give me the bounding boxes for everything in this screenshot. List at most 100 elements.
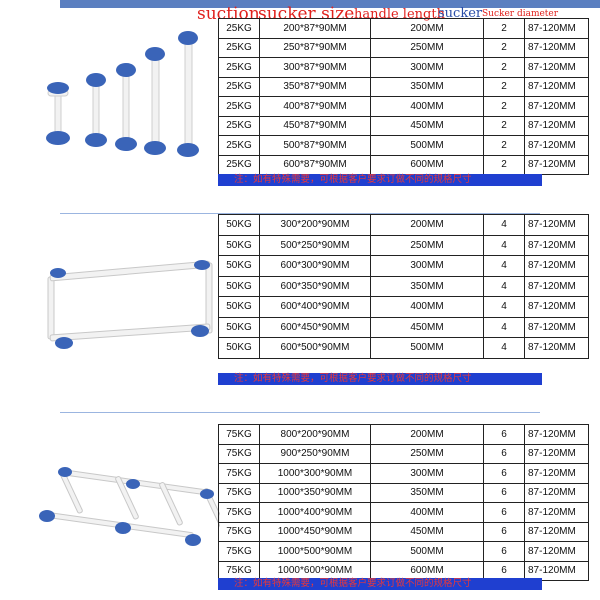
handle-length-cell: 200MM [370,18,484,39]
sucker-count-cell: 2 [483,96,525,117]
size-cell: 600*400*90MM [259,296,371,318]
sucker-count-cell: 2 [483,18,525,39]
load-cell: 75KG [218,541,260,562]
sucker-count-cell: 6 [483,443,525,464]
size-cell: 600*450*90MM [259,316,371,338]
handle-1 [47,87,69,139]
size-cell: 300*200*90MM [259,214,371,236]
diameter-cell: 87-120MM [524,560,589,581]
load-cell: 75KG [218,424,260,445]
product-image-ladder-frame [39,467,220,546]
load-cell: 75KG [218,482,260,503]
sucker-count-cell: 6 [483,424,525,445]
handle-length-cell: 400MM [370,296,484,318]
sucker-count-cell: 6 [483,521,525,542]
top-blue-bar [60,0,600,8]
size-cell: 1000*400*90MM [259,502,371,523]
size-cell: 600*350*90MM [259,275,371,297]
load-cell: 25KG [218,135,260,156]
load-cell: 75KG [218,443,260,464]
size-cell: 1000*450*90MM [259,521,371,542]
diameter-cell: 87-120MM [524,234,589,256]
product-image-handles [46,31,199,157]
size-cell: 450*87*90MM [259,115,371,136]
size-cell: 600*500*90MM [259,337,371,359]
size-cell: 400*87*90MM [259,96,371,117]
diameter-cell: 87-120MM [524,57,589,78]
diameter-cell: 87-120MM [524,541,589,562]
diameter-cell: 87-120MM [524,443,589,464]
size-cell: 250*87*90MM [259,37,371,58]
load-cell: 50KG [218,296,260,318]
note-banner-3: 注：如有特殊需要，可根据客户要求订做不同的规格尺寸 [218,578,542,590]
diameter-cell: 87-120MM [524,337,589,359]
load-cell: 25KG [218,76,260,97]
sucker-count-cell: 4 [483,316,525,338]
sucker-count-cell: 2 [483,115,525,136]
divider-line-2 [60,412,540,413]
size-cell: 600*300*90MM [259,255,371,277]
size-cell: 1000*350*90MM [259,482,371,503]
diameter-cell: 87-120MM [524,463,589,484]
size-cell: 350*87*90MM [259,76,371,97]
sucker-count-cell: 2 [483,37,525,58]
load-cell: 50KG [218,337,260,359]
load-cell: 25KG [218,115,260,136]
diameter-cell: 87-120MM [524,502,589,523]
diameter-cell: 87-120MM [524,214,589,236]
sucker-count-cell: 4 [483,337,525,359]
diameter-cell: 87-120MM [524,96,589,117]
size-cell: 1000*500*90MM [259,541,371,562]
divider-line [60,213,540,214]
handle-length-cell: 450MM [370,521,484,542]
handle-length-cell: 600MM [370,154,484,175]
diameter-cell: 87-120MM [524,275,589,297]
sucker-count-cell: 4 [483,255,525,277]
handle-length-cell: 500MM [370,337,484,359]
diameter-cell: 87-120MM [524,135,589,156]
diameter-cell: 87-120MM [524,115,589,136]
diameter-cell: 87-120MM [524,424,589,445]
load-cell: 75KG [218,521,260,542]
load-cell: 50KG [218,316,260,338]
diameter-cell: 87-120MM [524,154,589,175]
load-cell: 25KG [218,57,260,78]
handle-length-cell: 250MM [370,443,484,464]
load-cell: 25KG [218,18,260,39]
header-sucker-diameter: Sucker diameter [482,9,559,19]
product-image-rect-frame [47,260,213,349]
diameter-cell: 87-120MM [524,76,589,97]
handle-length-cell: 250MM [370,234,484,256]
diameter-cell: 87-120MM [524,37,589,58]
diameter-cell: 87-120MM [524,296,589,318]
size-cell: 1000*300*90MM [259,463,371,484]
header-sucker: sucker [438,6,483,21]
diameter-cell: 87-120MM [524,18,589,39]
sucker-count-cell: 6 [483,482,525,503]
size-cell: 500*87*90MM [259,135,371,156]
sucker-count-cell: 4 [483,296,525,318]
handle-length-cell: 200MM [370,424,484,445]
handle-length-cell: 350MM [370,275,484,297]
size-cell: 500*250*90MM [259,234,371,256]
sucker-count-cell: 2 [483,76,525,97]
note-banner-1: 注：如有特殊需要，可根据客户要求订做不同的规格尺寸 [218,174,542,186]
handle-length-cell: 200MM [370,214,484,236]
load-cell: 50KG [218,275,260,297]
load-cell: 50KG [218,255,260,277]
sucker-count-cell: 4 [483,214,525,236]
